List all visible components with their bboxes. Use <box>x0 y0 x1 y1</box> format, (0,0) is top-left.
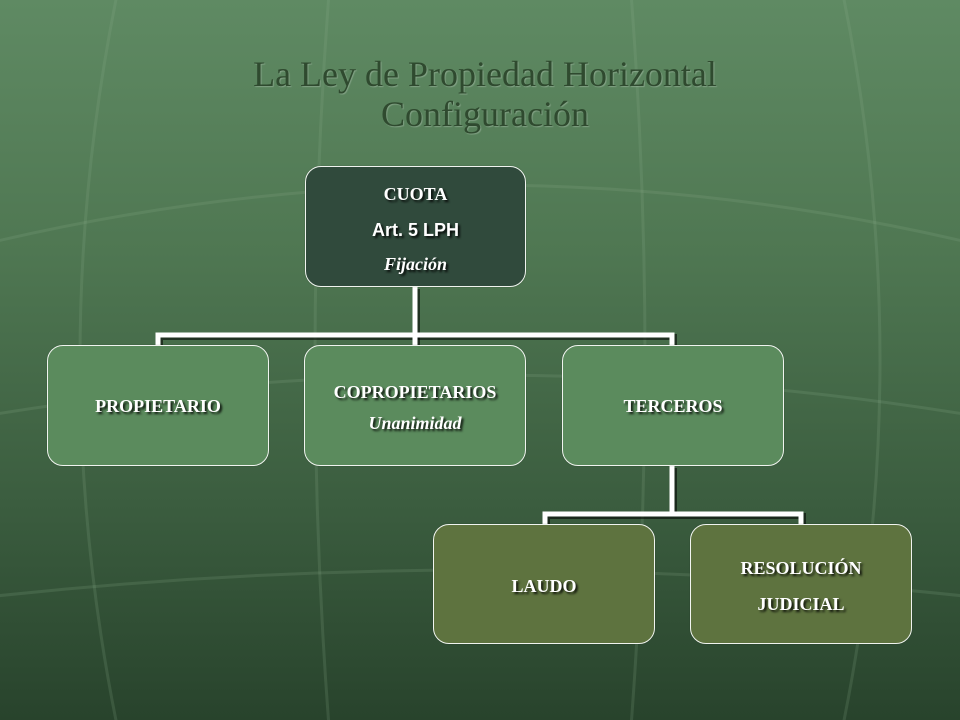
node-resolucion-line-1: RESOLUCIÓN <box>740 558 862 578</box>
node-propietario-label: PROPIETARIO <box>95 396 221 416</box>
node-cuota: CUOTA Art. 5 LPH Fijación <box>305 166 526 287</box>
node-terceros-label: TERCEROS <box>623 396 723 416</box>
node-copropietarios: COPROPIETARIOS Unanimidad <box>304 345 526 466</box>
node-laudo-label: LAUDO <box>511 576 577 596</box>
node-cuota-line-1: CUOTA <box>383 184 448 204</box>
node-resolucion-judicial: RESOLUCIÓN JUDICIAL <box>690 524 912 644</box>
node-copropietarios-line-1: COPROPIETARIOS <box>333 382 497 402</box>
slide-title: La Ley de Propiedad Horizontal Configura… <box>0 54 960 134</box>
connector-level2-bar <box>542 511 804 524</box>
node-laudo: LAUDO <box>433 524 655 644</box>
node-copropietarios-line-2: Unanimidad <box>368 413 462 433</box>
title-line-2: Configuración <box>381 94 589 134</box>
node-resolucion-line-2: JUDICIAL <box>757 594 845 614</box>
node-cuota-line-3: Fijación <box>383 254 447 274</box>
node-cuota-line-2: Art. 5 LPH <box>371 220 459 240</box>
node-propietario: PROPIETARIO <box>47 345 269 466</box>
node-terceros: TERCEROS <box>562 345 784 466</box>
title-line-1: La Ley de Propiedad Horizontal <box>253 54 717 94</box>
